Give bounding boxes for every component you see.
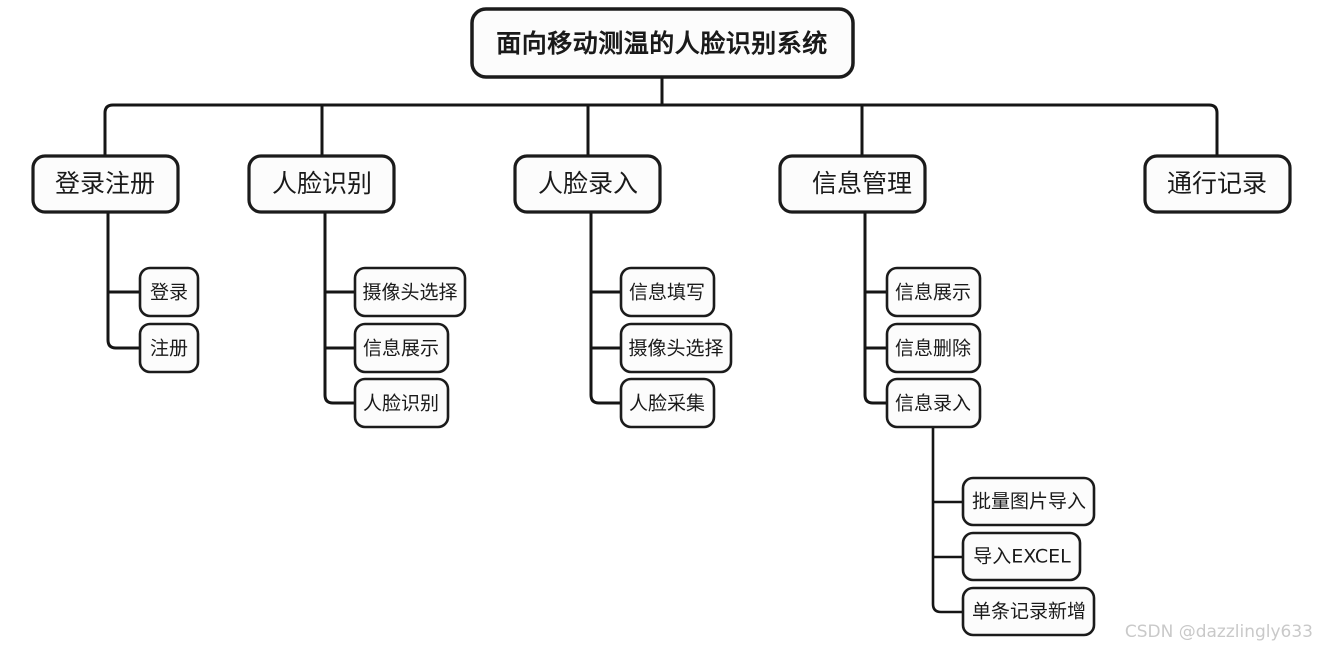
node-人脸识别-box[interactable] [247, 154, 396, 214]
node-root[interactable]: 面向移动测温的人脸识别系统 [470, 7, 855, 79]
node-信息删除[interactable]: 信息删除 [885, 322, 982, 374]
node-登录-label: 登录 [150, 282, 188, 304]
node-信息管理-label: 信息管理 [812, 169, 912, 198]
connector-bus-to-通行记录 [662, 103, 1219, 156]
node-通行记录-box[interactable] [1143, 154, 1292, 214]
node-信息录入-box[interactable] [885, 377, 982, 429]
node-注册-label: 注册 [150, 338, 188, 360]
node-导入EXCEL-box[interactable] [961, 531, 1082, 582]
node-登录[interactable]: 登录 [138, 266, 200, 318]
connector-trunk-人脸录入 [589, 211, 621, 405]
node-人脸识别-label: 人脸识别 [272, 169, 372, 198]
node-批量图片导入-label: 批量图片导入 [972, 491, 1086, 513]
connector-bus-to-信息管理 [662, 103, 864, 156]
node-信息填写-label: 信息填写 [629, 282, 705, 304]
connector-bus-to-人脸识别 [320, 103, 662, 156]
node-注册-box[interactable] [138, 322, 200, 374]
node-单条记录新增-box[interactable] [961, 586, 1096, 637]
node-导入EXCEL-label: 导入EXCEL [973, 546, 1071, 568]
node-信息录入-label: 信息录入 [895, 393, 971, 415]
node-信息填写[interactable]: 信息填写 [619, 266, 716, 318]
node-信息填写-box[interactable] [619, 266, 716, 318]
node-root-label: 面向移动测温的人脸识别系统 [496, 29, 828, 58]
connector-trunk-登录注册 [106, 211, 140, 350]
node-人脸录入-box[interactable] [513, 154, 662, 214]
node-人脸录入[interactable]: 人脸录入 [513, 154, 662, 214]
node-root-box[interactable] [470, 7, 855, 79]
node-批量图片导入-box[interactable] [961, 476, 1096, 527]
node-摄像头选择-2-box[interactable] [619, 322, 733, 374]
node-摄像头选择-1-label: 摄像头选择 [362, 282, 457, 304]
node-通行记录[interactable]: 通行记录 [1143, 154, 1292, 214]
node-摄像头选择-2-label: 摄像头选择 [628, 338, 723, 360]
watermark-text: CSDN @dazzlingly633 [1124, 622, 1313, 642]
node-信息展示-1-label: 信息展示 [363, 338, 439, 360]
node-登录注册[interactable]: 登录注册 [31, 154, 180, 214]
node-人脸识别[interactable]: 人脸识别 [247, 154, 396, 214]
node-批量图片导入[interactable]: 批量图片导入 [961, 476, 1096, 527]
connector-trunk-信息管理 [863, 211, 887, 405]
node-人脸采集-box[interactable] [619, 377, 716, 429]
node-导入EXCEL[interactable]: 导入EXCEL [961, 531, 1082, 582]
connector-bus-to-登录注册 [103, 103, 662, 156]
node-通行记录-label: 通行记录 [1167, 169, 1267, 198]
node-人脸采集[interactable]: 人脸采集 [619, 377, 716, 429]
node-登录-box[interactable] [138, 266, 200, 318]
node-人脸录入-label: 人脸录入 [538, 169, 638, 198]
connector-trunk-信息录入 [931, 427, 963, 614]
node-摄像头选择-1-box[interactable] [353, 266, 467, 318]
node-信息删除-label: 信息删除 [895, 338, 971, 360]
node-人脸识别-child-box[interactable] [353, 377, 450, 429]
connector-trunk-人脸识别 [323, 211, 355, 405]
node-登录注册-label: 登录注册 [55, 169, 155, 198]
node-单条记录新增[interactable]: 单条记录新增 [961, 586, 1096, 637]
node-信息展示-2[interactable]: 信息展示 [885, 266, 982, 318]
node-信息展示-2-box[interactable] [885, 266, 982, 318]
node-摄像头选择-1[interactable]: 摄像头选择 [353, 266, 467, 318]
node-信息删除-box[interactable] [885, 322, 982, 374]
node-人脸识别-child-label: 人脸识别 [363, 393, 439, 415]
node-信息录入[interactable]: 信息录入 [885, 377, 982, 429]
node-摄像头选择-2[interactable]: 摄像头选择 [619, 322, 733, 374]
node-注册[interactable]: 注册 [138, 322, 200, 374]
connector-bus-to-人脸录入 [586, 103, 662, 156]
node-人脸识别-child[interactable]: 人脸识别 [353, 377, 450, 429]
node-登录注册-box[interactable] [31, 154, 180, 214]
node-信息管理[interactable]: 信息管理 [778, 154, 927, 214]
node-单条记录新增-label: 单条记录新增 [972, 601, 1086, 623]
connector-layer [103, 77, 1219, 614]
node-信息管理-box[interactable] [778, 154, 927, 214]
node-人脸采集-label: 人脸采集 [629, 393, 705, 415]
node-信息展示-1-box[interactable] [353, 322, 450, 374]
node-信息展示-1[interactable]: 信息展示 [353, 322, 450, 374]
node-信息展示-2-label: 信息展示 [895, 282, 971, 304]
